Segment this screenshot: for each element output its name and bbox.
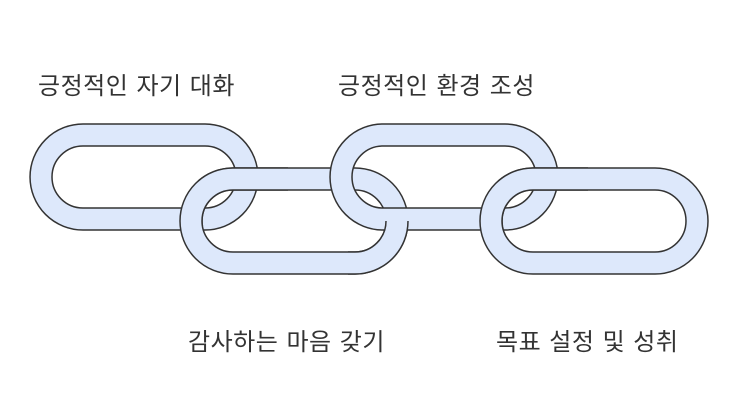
link-label-goal-achievement: 목표 설정 및 성취 xyxy=(496,328,679,356)
chain-link-overlap-3 xyxy=(498,167,588,226)
chain-link-overlaps xyxy=(198,167,588,275)
link-label-positive-environment: 긍정적인 환경 조성 xyxy=(338,72,535,100)
link-label-gratitude: 감사하는 마음 갖기 xyxy=(188,328,385,356)
chain-link-overlap-1 xyxy=(198,167,288,226)
link-label-positive-self-talk: 긍정적인 자기 대화 xyxy=(38,72,235,100)
chain-link-3 xyxy=(329,123,559,231)
chain-link-1 xyxy=(29,123,259,231)
chain-link-overlap-2 xyxy=(348,221,409,275)
